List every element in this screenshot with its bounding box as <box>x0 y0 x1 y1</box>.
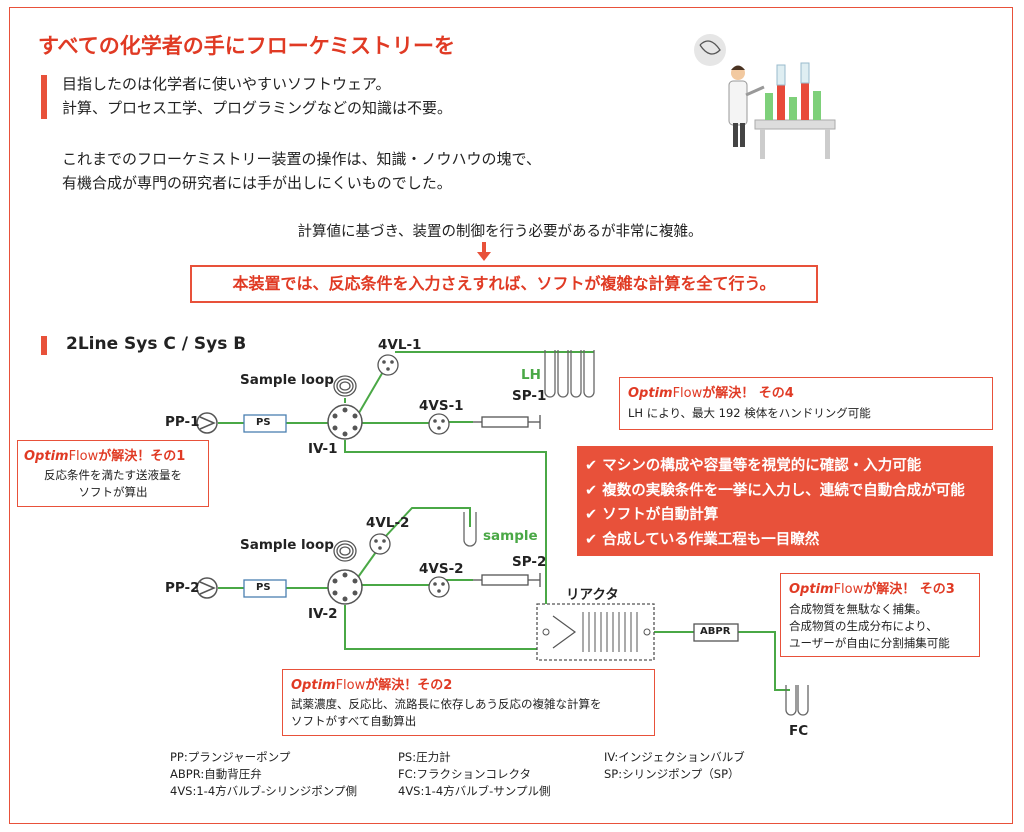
legend-column: IV:インジェクションバルブ SP:シリンジポンプ（SP） <box>604 749 745 783</box>
fc-label: FC <box>789 723 809 739</box>
solution-box: 本装置では、反応条件を入力さえすれば、ソフトが複雑な計算を全て行う。 <box>190 265 818 303</box>
callout-line: ソフトがすべて自動算出 <box>291 714 417 728</box>
valve-icon <box>428 576 450 598</box>
ps-label: PS <box>256 417 271 428</box>
iv1-label: IV-1 <box>308 441 338 457</box>
problem-statement: 計算値に基づき、装置の制御を行う必要があるが非常に複雑。 <box>297 224 703 240</box>
valve-icon <box>369 533 391 555</box>
sp2-label: SP-2 <box>512 554 547 570</box>
abpr-label: ABPR <box>700 626 731 637</box>
arrow-down-icon <box>477 242 491 261</box>
legend-item: PP:プランジャーポンプ <box>170 750 291 764</box>
pressure-sensor-box <box>243 414 287 433</box>
sample-loop-label: Sample loop <box>240 537 334 553</box>
lh-label: LH <box>521 367 541 383</box>
brand-optim: Optim <box>789 582 834 597</box>
fraction-collector-tubes <box>785 685 809 716</box>
callout-title: が解決！ その4 <box>702 386 794 401</box>
section-title: 2Line Sys C / Sys B <box>66 334 247 354</box>
feature-item: ✔ 複数の実験条件を一挙に入力し、連続で自動合成が可能 <box>585 482 965 499</box>
scientist-illustration <box>694 34 836 159</box>
brand-optim: Optim <box>24 449 69 464</box>
coil-icon <box>333 375 357 397</box>
legend-item: IV:インジェクションバルブ <box>604 750 745 764</box>
lead-accent-bar <box>41 75 47 119</box>
legend-item: FC:フラクションコレクタ <box>398 767 532 781</box>
brand-flow: Flow <box>672 386 703 401</box>
callout-title: が解決！その1 <box>98 449 186 464</box>
reactor-label: リアクタ <box>566 587 619 603</box>
callout-3: OptimFlowが解決！ その3 合成物質を無駄なく捕集。 合成物質の生成分布… <box>780 573 980 657</box>
lead-line: 目指したのは化学者に使いやすいソフトウェア。 <box>62 75 391 93</box>
legend-item: 4VS:1-4方バルブ-シリンジポンプ側 <box>170 784 357 798</box>
headline: すべての化学者の手にフローケミストリーを <box>38 34 456 58</box>
paragraph-line: 有機合成が専門の研究者には手が出しにくいものでした。 <box>62 174 452 192</box>
valve-icon <box>377 354 399 376</box>
valve-icon <box>428 413 450 435</box>
vl1-label: 4VL-1 <box>378 337 422 353</box>
callout-line: ソフトが算出 <box>78 485 148 499</box>
pump-icon <box>196 577 218 599</box>
syringe-icon <box>473 573 541 587</box>
callout-1: OptimFlowが解決！その1 反応条件を満たす送液量を ソフトが算出 <box>17 440 209 507</box>
callout-line: 試薬濃度、反応比、流路長に依存しあう反応の複雑な計算を <box>291 697 602 711</box>
ps-label: PS <box>256 582 271 593</box>
legend-item: 4VS:1-4方バルブ-サンプル側 <box>398 784 551 798</box>
iv2-label: IV-2 <box>308 606 338 622</box>
legend-item: SP:シリンジポンプ（SP） <box>604 767 740 781</box>
callout-4: OptimFlowが解決！ その4 LH により、最大 192 検体をハンドリン… <box>619 377 993 430</box>
brand-flow: Flow <box>68 449 99 464</box>
pp1-label: PP-1 <box>165 414 200 430</box>
lead-text: 目指したのは化学者に使いやすいソフトウェア。 計算、プロセス工学、プログラミング… <box>62 72 452 120</box>
syringe-icon <box>473 415 541 429</box>
vl2-label: 4VL-2 <box>366 515 410 531</box>
callout-line: 合成物質の生成分布により、 <box>789 619 938 633</box>
sample-loop-label: Sample loop <box>240 372 334 388</box>
legend-column: PP:プランジャーポンプ ABPR:自動背圧弁 4VS:1-4方バルブ-シリンジ… <box>170 749 357 800</box>
brand-optim: Optim <box>628 386 673 401</box>
callout-title: が解決！ その3 <box>863 582 955 597</box>
callout-2: OptimFlowが解決！その2 試薬濃度、反応比、流路長に依存しあう反応の複雑… <box>282 669 655 736</box>
callout-line: 反応条件を満たす送液量を <box>44 468 182 482</box>
feature-item: ✔ ソフトが自動計算 <box>585 507 719 523</box>
liquid-handler-tubes <box>544 350 595 398</box>
vs1-label: 4VS-1 <box>419 398 464 414</box>
lead-line: 計算、プロセス工学、プログラミングなどの知識は不要。 <box>62 99 453 117</box>
callout-title: が解決！その2 <box>365 678 453 693</box>
pp2-label: PP-2 <box>165 580 200 596</box>
sp1-label: SP-1 <box>512 388 547 404</box>
legend-item: PS:圧力計 <box>398 750 451 764</box>
brand-flow: Flow <box>335 678 366 693</box>
abpr-box <box>693 623 739 642</box>
callout-line: LH により、最大 192 検体をハンドリング可能 <box>628 406 871 420</box>
valve-icon <box>327 404 363 440</box>
sample-tube <box>463 512 477 547</box>
pump-icon <box>196 412 218 434</box>
callout-line: 合成物質を無駄なく捕集。 <box>789 602 927 616</box>
features-box: ✔ マシンの構成や容量等を視覚的に確認・入力可能 ✔ 複数の実験条件を一挙に入力… <box>577 446 993 556</box>
brand-flow: Flow <box>833 582 864 597</box>
reactor-icon <box>536 603 655 661</box>
vs2-label: 4VS-2 <box>419 561 464 577</box>
section-accent-bar <box>41 336 47 355</box>
legend-column: PS:圧力計 FC:フラクションコレクタ 4VS:1-4方バルブ-サンプル側 <box>398 749 550 800</box>
paragraph-line: これまでのフローケミストリー装置の操作は、知識・ノウハウの塊で、 <box>62 150 541 168</box>
intro-paragraph: これまでのフローケミストリー装置の操作は、知識・ノウハウの塊で、 有機合成が専門… <box>62 147 541 195</box>
feature-item: ✔ マシンの構成や容量等を視覚的に確認・入力可能 <box>585 458 922 474</box>
pressure-sensor-box <box>243 579 287 598</box>
brand-optim: Optim <box>291 678 336 693</box>
outer-frame <box>9 7 1013 824</box>
feature-item: ✔ 合成している作業工程も一目瞭然 <box>585 531 820 548</box>
coil-icon <box>333 540 357 562</box>
callout-line: ユーザーが自由に分割捕集可能 <box>789 636 950 650</box>
valve-icon <box>327 569 363 605</box>
legend-item: ABPR:自動背圧弁 <box>170 767 262 781</box>
sample-label: sample <box>483 528 538 544</box>
